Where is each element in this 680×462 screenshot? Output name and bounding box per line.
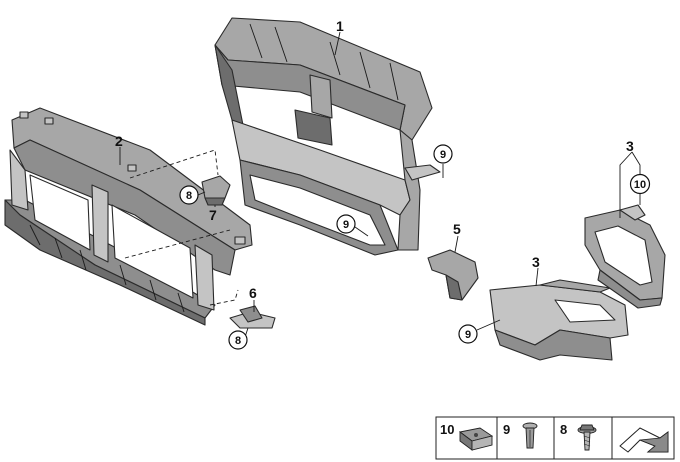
leader-3b	[535, 267, 539, 287]
callout-6: 6	[249, 285, 257, 301]
callout-9-right: 9	[433, 144, 453, 164]
leader-3a-b	[631, 151, 641, 175]
legend-number-9: 9	[503, 422, 510, 437]
callout-2: 2	[115, 133, 123, 149]
callout-3-lower: 3	[532, 254, 540, 270]
callout-3-upper: 3	[626, 138, 634, 154]
callout-10: 10	[629, 173, 651, 195]
callout-8-lower: 8	[228, 330, 248, 350]
callout-1: 1	[336, 18, 344, 34]
fastener-legend: 10 9 8	[435, 416, 675, 460]
assembly-line-6	[209, 289, 239, 306]
part-7-bracket	[201, 175, 231, 206]
callout-8-upper: 8	[179, 185, 199, 205]
svg-text:9: 9	[440, 149, 446, 161]
leader-1	[334, 31, 341, 56]
svg-text:10: 10	[634, 179, 646, 191]
part-6-bracket	[229, 305, 276, 329]
part-3-lower-air-guide	[489, 279, 629, 361]
callout-9-middle: 9	[336, 214, 356, 234]
clip-nut-icon	[458, 427, 494, 451]
leader-9b	[354, 226, 369, 237]
leader-8a	[197, 191, 206, 196]
flange-screw-icon	[577, 424, 597, 451]
callout-7: 7	[209, 207, 217, 223]
svg-text:8: 8	[235, 335, 241, 347]
svg-text:9: 9	[465, 329, 471, 341]
legend-number-10: 10	[440, 422, 454, 437]
callout-5: 5	[453, 221, 461, 237]
diagram-id-arrow-icon	[619, 427, 669, 453]
part-5-bracket	[427, 249, 479, 301]
svg-text:9: 9	[343, 219, 349, 231]
callout-9-lower: 9	[458, 324, 478, 344]
leader-3a	[619, 151, 633, 218]
assembly-line-7a	[129, 149, 219, 179]
legend-number-8: 8	[560, 422, 567, 437]
part-3-side-air-guide	[584, 204, 666, 309]
part-2-carrier-frame	[4, 107, 253, 326]
svg-text:8: 8	[186, 190, 192, 202]
leader-9c	[476, 319, 501, 331]
leader-5	[454, 235, 459, 253]
part-1-air-duct	[214, 17, 441, 256]
expanding-rivet-icon	[522, 422, 538, 449]
